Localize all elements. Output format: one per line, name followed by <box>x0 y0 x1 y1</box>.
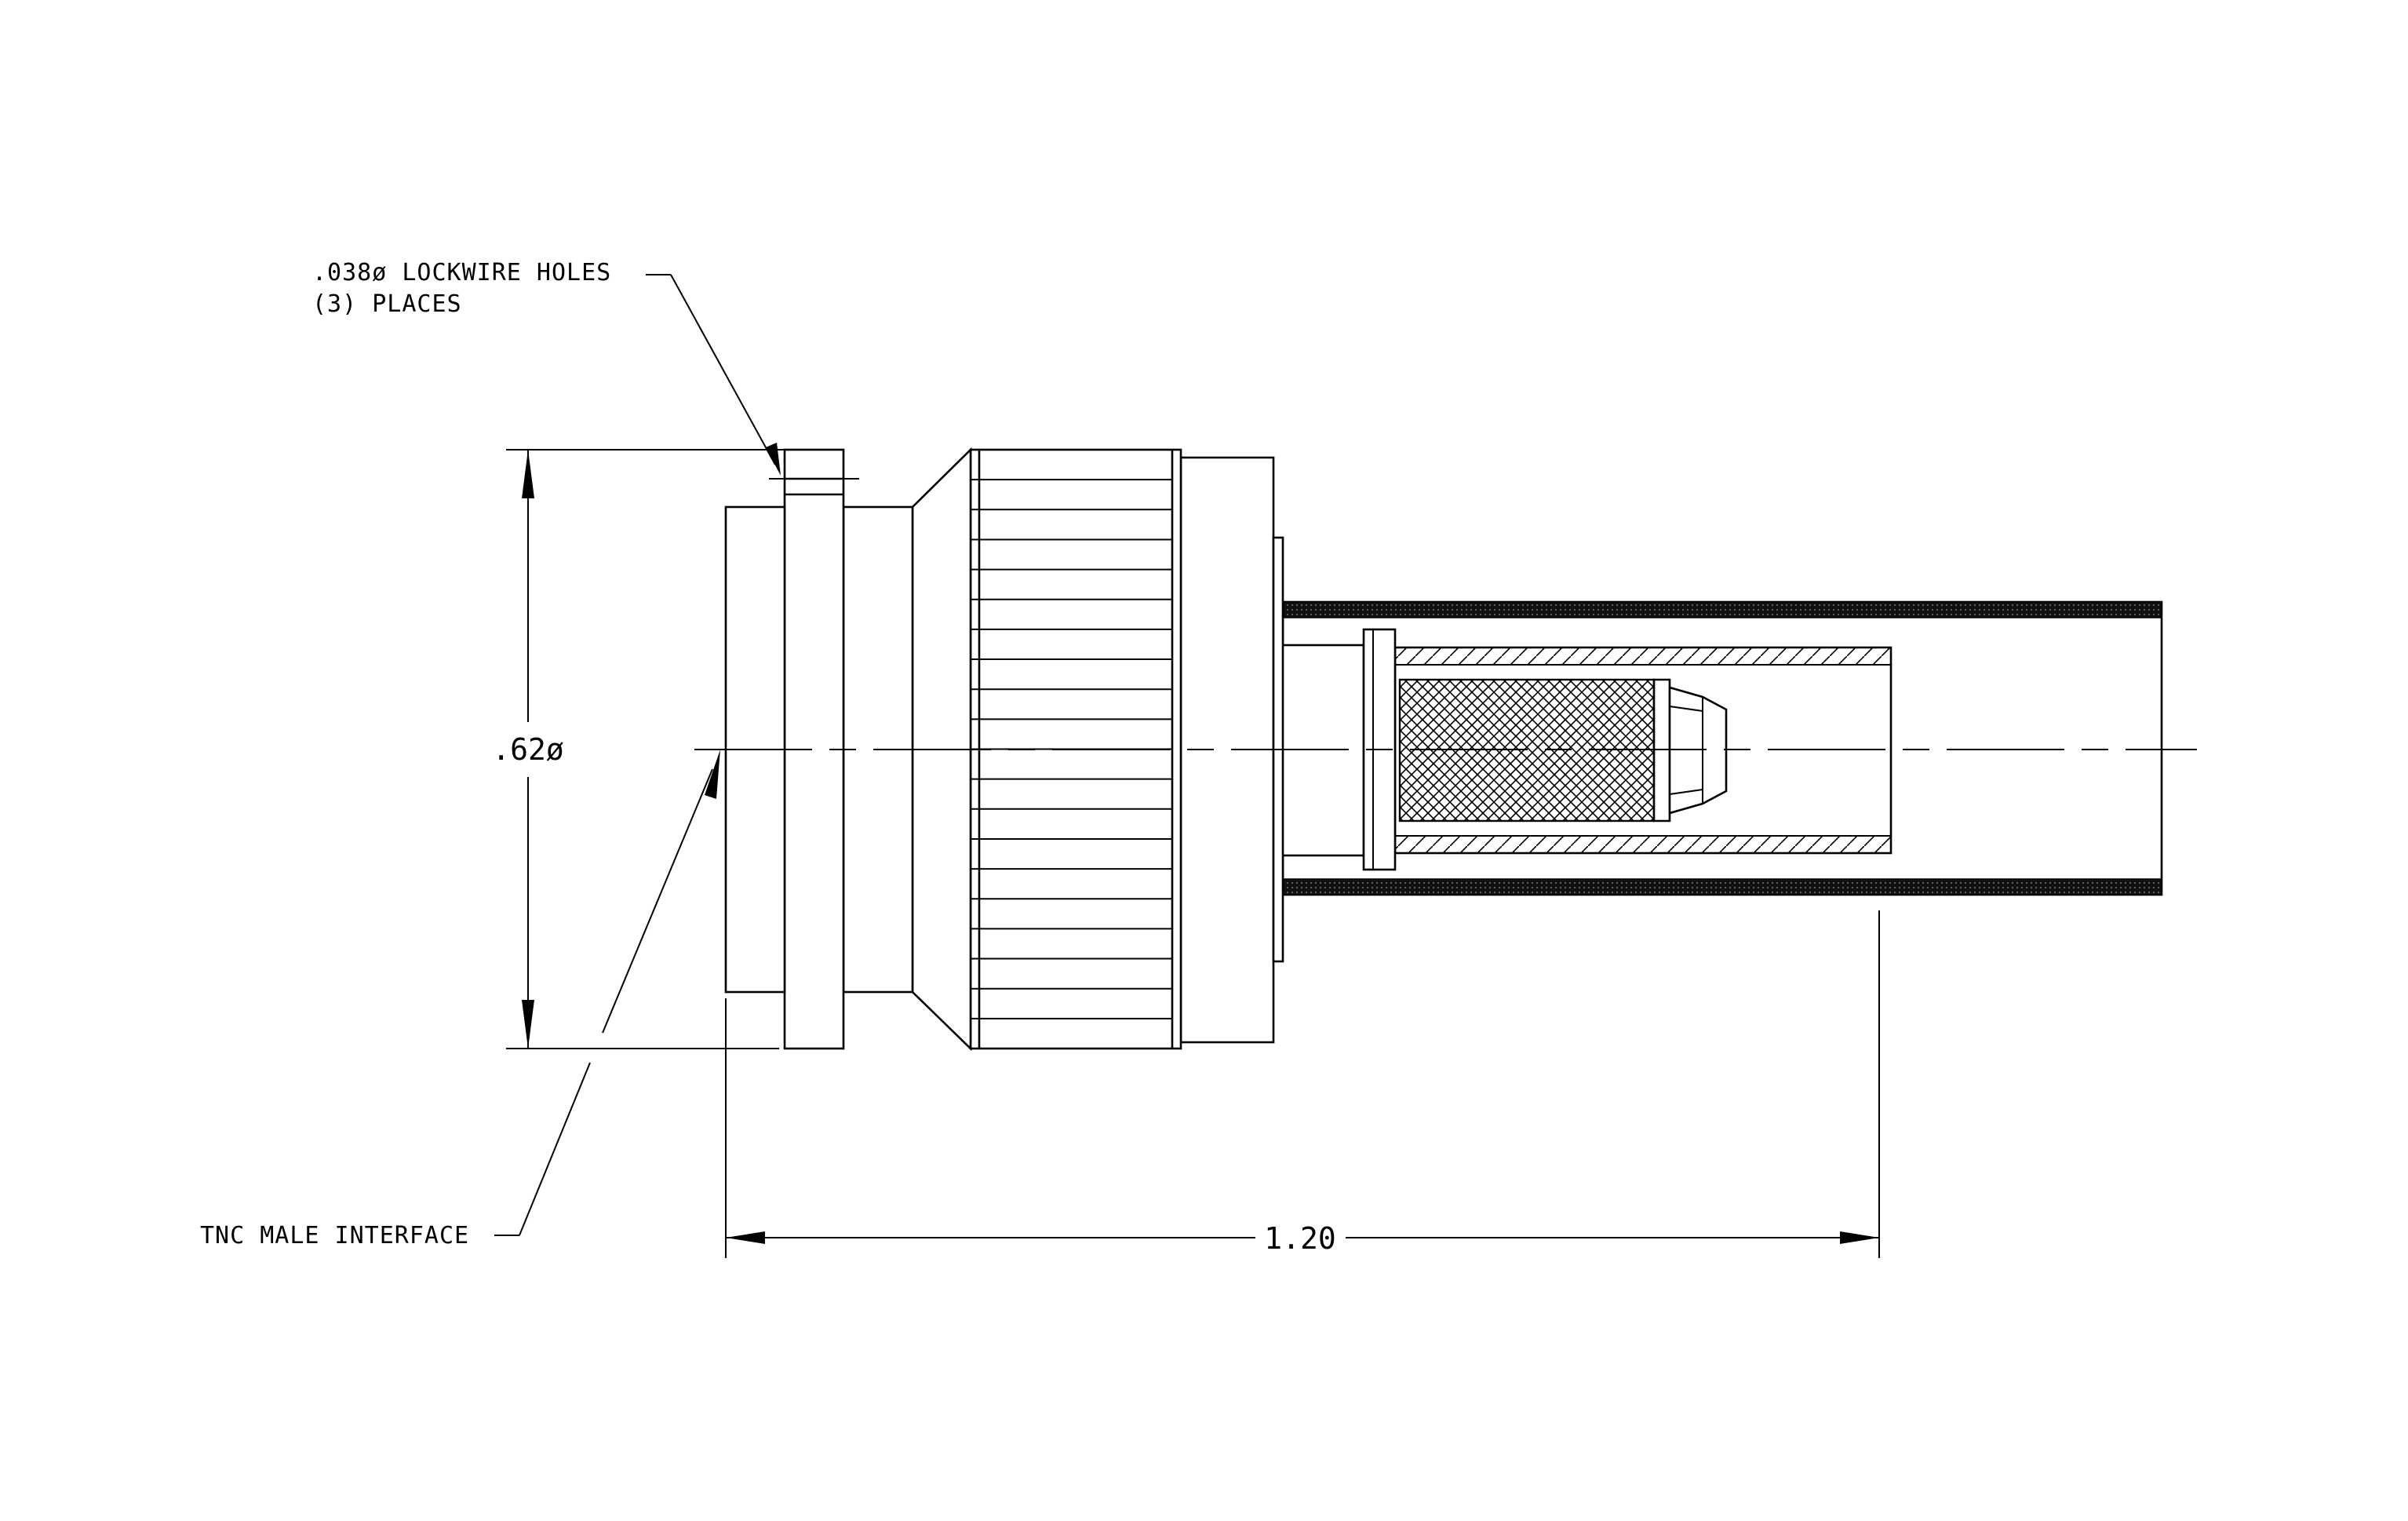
interface-label: TNC MALE INTERFACE <box>200 1222 469 1249</box>
rear-body <box>1179 456 1284 1044</box>
diameter-value: .62ø <box>492 732 564 767</box>
interface-leader: TNC MALE INTERFACE <box>200 750 720 1249</box>
length-dimension: 1.20 <box>725 910 1880 1258</box>
length-value: 1.20 <box>1264 1221 1336 1256</box>
lockwire-label-line1: .038ø LOCKWIRE HOLES <box>312 259 611 286</box>
knurl-lines <box>971 479 1172 1019</box>
lockwire-label-line2: (3) PLACES <box>312 290 462 318</box>
diameter-dimension: .62ø <box>492 449 785 1049</box>
lockwire-leader: .038ø LOCKWIRE HOLES (3) PLACES <box>312 259 781 476</box>
